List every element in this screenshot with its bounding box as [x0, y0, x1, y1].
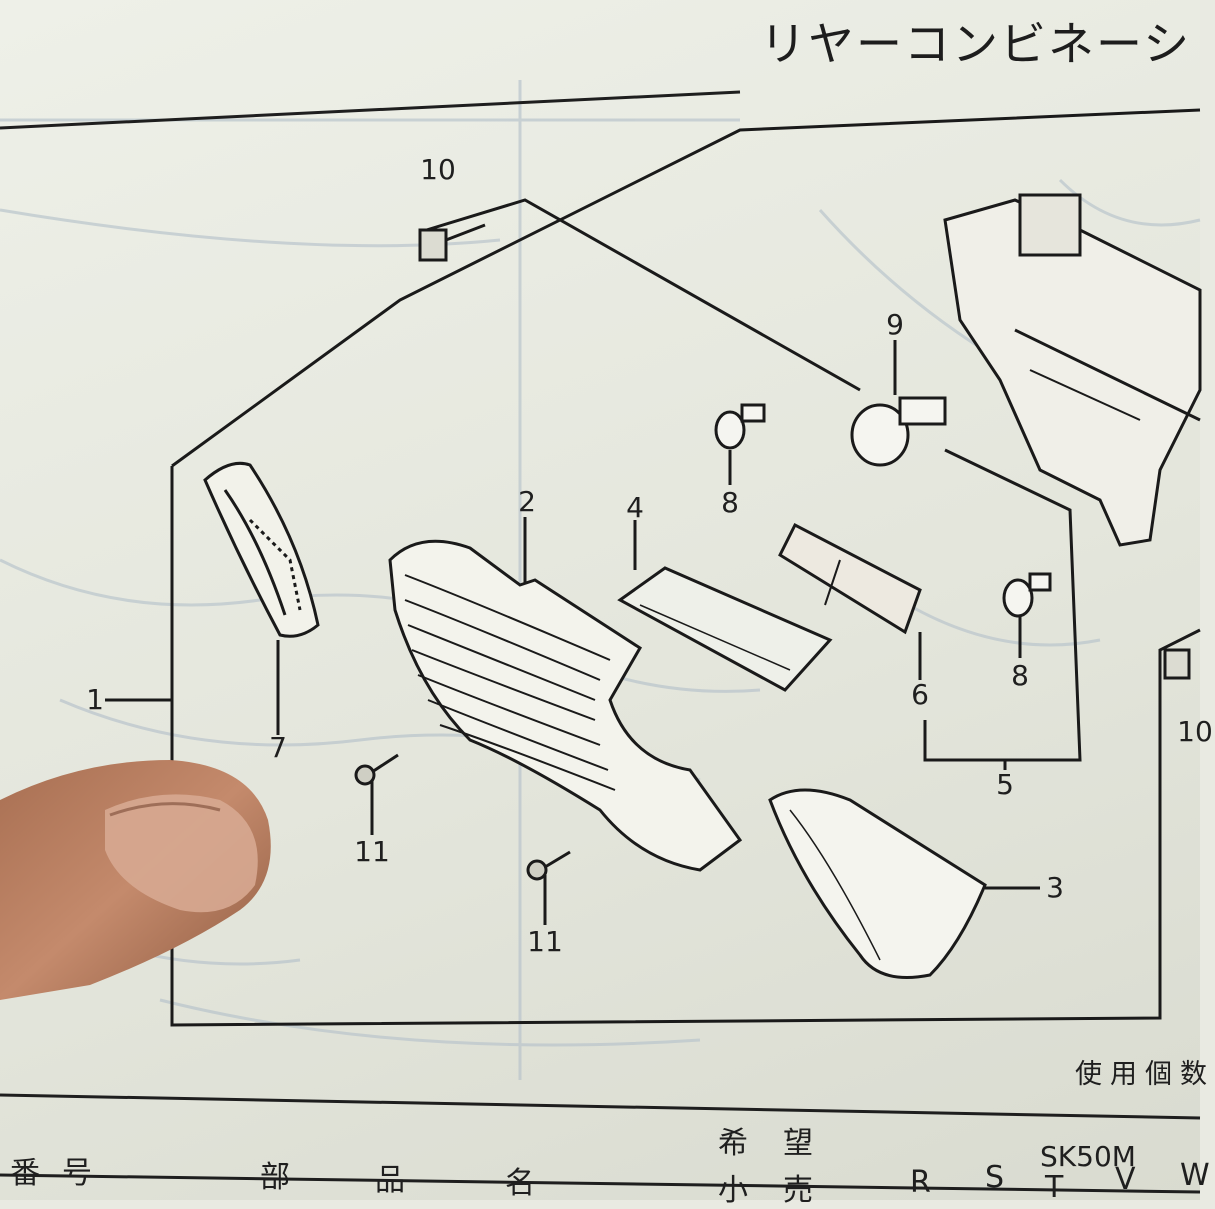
callout-3: 3 [1046, 871, 1064, 904]
screw-11-lower [526, 850, 571, 881]
header-bu: 部 [260, 1160, 290, 1195]
header-ko: 小 [718, 1173, 748, 1208]
model-code: SK50M [1040, 1140, 1136, 1173]
screw-11-left [354, 753, 399, 786]
rear-light-base-assembly [943, 193, 1202, 547]
callout-2: 2 [518, 485, 536, 518]
header-mei: 名 [505, 1166, 535, 1201]
bulb-8-upper [714, 403, 766, 450]
header-number: 番 [10, 1156, 40, 1191]
callout-8-lower: 8 [1011, 659, 1029, 692]
callout-1: 1 [86, 683, 104, 716]
callout-11-lower: 11 [527, 925, 563, 958]
callout-11-left: 11 [354, 835, 390, 868]
callout-5: 5 [996, 768, 1014, 801]
bulb-9 [850, 396, 947, 467]
thumb-image [0, 760, 271, 1000]
header-kibou: 希 [718, 1126, 748, 1161]
callout-8-upper: 8 [721, 486, 739, 519]
screw-10-upper [418, 223, 486, 262]
page-title: リヤーコンビネーシ [760, 17, 1192, 71]
callout-10-upper: 10 [420, 153, 456, 186]
usage-count-label: 使用個数 [1075, 1059, 1215, 1090]
part-2-lens-housing [388, 539, 743, 872]
column-r: R [910, 1165, 931, 1200]
table-rules [0, 90, 1201, 1194]
callout-9: 9 [886, 308, 904, 341]
callout-10-right: 10 [1177, 715, 1213, 748]
column-t: T [1045, 1170, 1064, 1205]
column-w: W [1180, 1158, 1210, 1193]
callout-7: 7 [269, 731, 287, 764]
part-7-side-reflector [203, 461, 320, 638]
callout-4: 4 [626, 491, 644, 524]
bulb-8-lower [1002, 572, 1052, 618]
header-uri: 売 [783, 1173, 813, 1208]
header-gou: 号 [62, 1156, 92, 1191]
screw-10-right [1163, 648, 1191, 680]
part-4-lens-plate [617, 566, 833, 692]
part-6-rear-reflector [778, 522, 922, 635]
header-hin: 品 [375, 1163, 405, 1198]
column-s: S [985, 1160, 1005, 1195]
part-3-turn-lens [768, 788, 987, 979]
header-nozomi: 望 [783, 1126, 813, 1161]
column-v: V [1115, 1162, 1136, 1197]
callout-6: 6 [911, 678, 929, 711]
